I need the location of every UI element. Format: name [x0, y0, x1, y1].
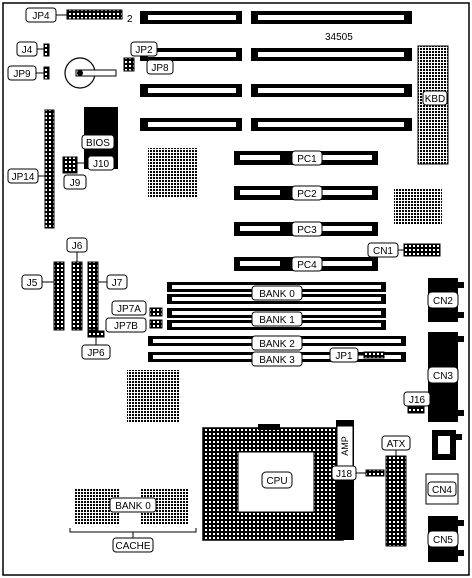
svg-text:CN2: CN2: [433, 296, 453, 307]
keyboard-connector: KBD: [417, 45, 449, 165]
jp7a-jumper: JP7A: [111, 300, 163, 317]
jp4-label: JP4: [32, 11, 50, 22]
svg-text:BANK 1: BANK 1: [259, 315, 295, 326]
j16-jumper: J16: [403, 391, 431, 414]
svg-text:JP14: JP14: [12, 172, 35, 183]
svg-text:JP6: JP6: [87, 348, 105, 359]
j5-header: J5: [21, 261, 65, 331]
chipset-chip-1: [148, 148, 198, 198]
svg-text:JP7B: JP7B: [114, 321, 138, 332]
svg-text:J10: J10: [93, 159, 110, 170]
svg-text:J4: J4: [22, 45, 33, 56]
svg-text:CN4: CN4: [432, 485, 452, 496]
battery-icon: [64, 57, 117, 89]
pci-slots: PC1 PC2 PC3 PC4: [234, 150, 378, 272]
svg-text:JP8: JP8: [151, 63, 169, 74]
jp4-header: JP4 2: [25, 7, 133, 25]
svg-text:J6: J6: [72, 241, 83, 252]
cpu-label: CPU: [266, 476, 287, 487]
svg-text:JP9: JP9: [13, 69, 31, 80]
j6-header: J6: [66, 237, 88, 331]
jp14-header: JP14: [7, 109, 55, 229]
j18-jumper: J18: [331, 465, 385, 481]
pin-2-label: 2: [127, 14, 133, 25]
svg-text:J9: J9: [70, 178, 81, 189]
cn5-connector: CN5: [427, 516, 464, 562]
jp1-jumper: JP1: [329, 347, 385, 363]
svg-text:JP7A: JP7A: [117, 304, 141, 315]
simm-bank-2: BANK 2: [148, 335, 406, 351]
pc4-label: PC4: [297, 260, 317, 271]
simm-bank-3: BANK 3: [148, 351, 406, 367]
jp9-jumper: JP9: [7, 65, 50, 81]
chipset-chip-2: [394, 188, 442, 224]
j4-jumper: J4: [16, 41, 50, 57]
svg-text:KBD: KBD: [425, 94, 446, 105]
svg-text:J7: J7: [112, 278, 123, 289]
svg-text:JP1: JP1: [335, 351, 353, 362]
j9-jumper: J9: [63, 174, 87, 190]
jp8-jumper: JP8: [146, 59, 174, 75]
jp2-jumper: JP2: [123, 41, 158, 72]
pc1-label: PC1: [297, 154, 317, 165]
svg-text:J5: J5: [27, 278, 38, 289]
pc3-label: PC3: [297, 225, 317, 236]
svg-text:BANK 2: BANK 2: [259, 339, 295, 350]
amp-label: AMP: [340, 436, 350, 456]
svg-text:J18: J18: [336, 469, 353, 480]
simm-bank-0: BANK 0: [167, 282, 386, 304]
jp7b-jumper: JP7B: [105, 317, 163, 333]
svg-text:CN5: CN5: [433, 535, 453, 546]
cache-bank0-label: BANK 0: [115, 501, 151, 512]
svg-text:BANK 3: BANK 3: [259, 355, 295, 366]
pc2-label: PC2: [297, 189, 317, 200]
isa-slots: [140, 11, 412, 131]
svg-text:ATX: ATX: [387, 439, 406, 450]
atx-power-connector: ATX: [381, 435, 411, 547]
cn4-connector: CN4: [425, 473, 459, 505]
svg-text:BIOS: BIOS: [86, 138, 110, 149]
j7-header: J7: [87, 261, 128, 331]
j10-jumper: J10: [62, 155, 115, 174]
cn1-connector: CN1: [367, 242, 441, 258]
cache-label: CACHE: [115, 541, 150, 552]
port-connector: [432, 430, 462, 460]
svg-text:JP2: JP2: [135, 45, 153, 56]
simm-bank-1: BANK 1: [167, 308, 386, 330]
chipset-chip-3: [127, 370, 179, 422]
svg-text:BANK 0: BANK 0: [259, 289, 295, 300]
svg-text:CN1: CN1: [373, 246, 393, 257]
svg-text:CN3: CN3: [433, 371, 453, 382]
svg-text:J16: J16: [409, 395, 426, 406]
cn3-connector: CN3: [427, 332, 464, 422]
cache-bank: BANK 0 CACHE: [69, 489, 197, 553]
jp6-jumper: JP6: [81, 330, 111, 360]
cn2-connector: CN2: [427, 278, 464, 322]
cpu-socket: CPU AMP: [202, 420, 354, 541]
board-id-label: 34505: [325, 32, 353, 43]
